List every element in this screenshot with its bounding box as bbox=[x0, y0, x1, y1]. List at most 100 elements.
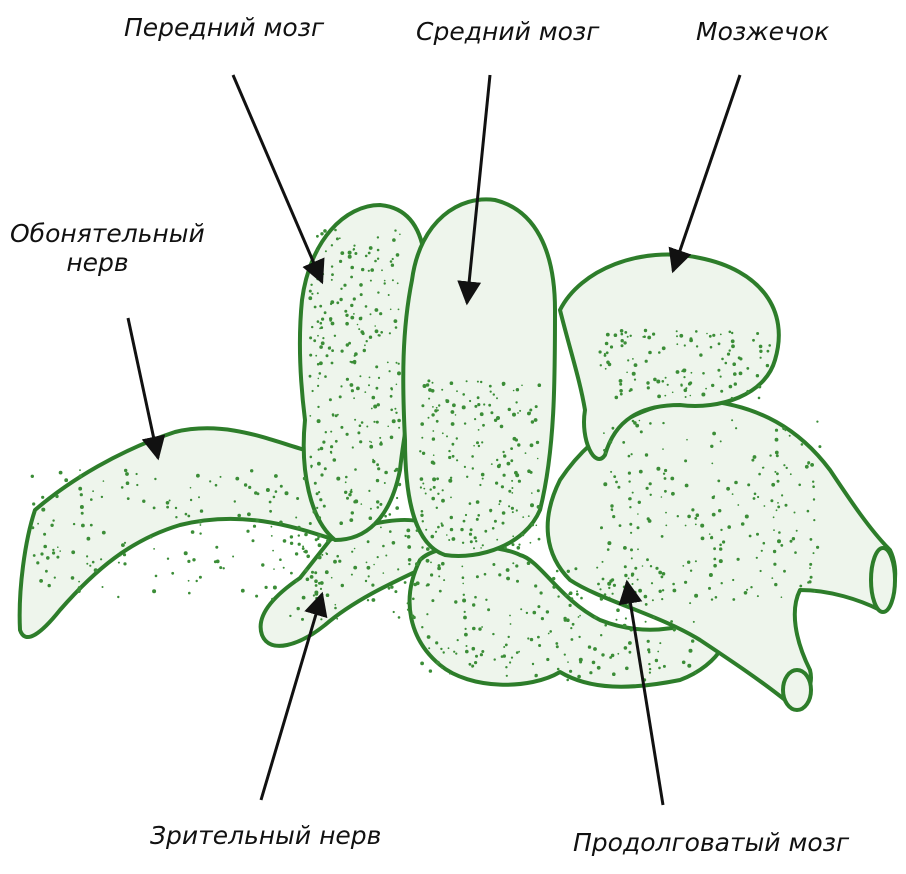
stipple-dot bbox=[266, 488, 270, 492]
stipple-dot bbox=[580, 597, 583, 600]
stipple-dot bbox=[314, 482, 317, 485]
stipple-dot bbox=[318, 516, 322, 520]
stipple-dot bbox=[628, 472, 631, 475]
stipple-dot bbox=[253, 525, 256, 528]
stipple-dot bbox=[372, 598, 376, 602]
stipple-dot bbox=[649, 422, 652, 425]
stipple-dot bbox=[737, 558, 740, 561]
stipple-dot bbox=[493, 393, 495, 395]
stipple-dot bbox=[102, 586, 104, 588]
stipple-dot bbox=[771, 483, 775, 487]
stipple-dot bbox=[474, 536, 477, 539]
stipple-dot bbox=[407, 545, 411, 549]
stipple-dot bbox=[345, 476, 348, 479]
spinal-cord-end-upper bbox=[871, 548, 895, 612]
stipple-dot bbox=[90, 498, 93, 501]
stipple-dot bbox=[627, 359, 629, 361]
stipple-dot bbox=[331, 273, 334, 276]
stipple-dot bbox=[431, 599, 434, 602]
stipple-dot bbox=[662, 422, 664, 424]
stipple-dot bbox=[314, 579, 318, 583]
stipple-dot bbox=[775, 438, 779, 442]
stipple-dot bbox=[640, 430, 643, 433]
stipple-dot bbox=[663, 473, 665, 475]
stipple-dot bbox=[465, 628, 467, 630]
stipple-dot bbox=[476, 500, 480, 504]
stipple-dot bbox=[295, 552, 298, 555]
stipple-dot bbox=[324, 467, 327, 470]
stipple-dot bbox=[615, 396, 619, 400]
stipple-dot bbox=[469, 533, 472, 536]
stipple-dot bbox=[645, 603, 648, 606]
stipple-dot bbox=[508, 505, 510, 507]
stipple-dot bbox=[348, 251, 352, 255]
stipple-dot bbox=[36, 561, 39, 564]
stipple-dot bbox=[537, 458, 539, 460]
stipple-dot bbox=[789, 435, 791, 437]
stipple-dot bbox=[807, 510, 810, 513]
stipple-dot bbox=[322, 441, 325, 444]
stipple-dot bbox=[599, 588, 601, 590]
stipple-dot bbox=[421, 546, 423, 548]
stipple-dot bbox=[381, 269, 383, 271]
stipple-dot bbox=[644, 595, 648, 599]
stipple-dot bbox=[529, 412, 531, 414]
stipple-dot bbox=[605, 452, 607, 454]
stipple-dot bbox=[774, 471, 776, 473]
stipple-dot bbox=[764, 505, 766, 507]
stipple-dot bbox=[87, 537, 91, 541]
stipple-dot bbox=[416, 529, 419, 532]
stipple-dot bbox=[390, 395, 393, 398]
stipple-dot bbox=[336, 618, 338, 620]
stipple-dot bbox=[629, 628, 633, 632]
stipple-dot bbox=[786, 467, 788, 469]
stipple-dot bbox=[374, 325, 376, 327]
stipple-dot bbox=[626, 372, 628, 374]
stipple-dot bbox=[404, 535, 406, 537]
stipple-dot bbox=[331, 349, 334, 352]
stipple-dot bbox=[309, 336, 312, 339]
stipple-dot bbox=[511, 507, 514, 510]
label-medulla: Продолговатый мозг bbox=[573, 829, 849, 858]
stipple-dot bbox=[455, 414, 457, 416]
stipple-dot bbox=[321, 341, 325, 345]
stipple-dot bbox=[370, 268, 374, 272]
stipple-dot bbox=[721, 582, 723, 584]
spinal-cord-end-lower bbox=[783, 670, 811, 710]
stipple-dot bbox=[763, 542, 766, 545]
stipple-dot bbox=[600, 597, 603, 600]
stipple-dot bbox=[422, 520, 424, 522]
stipple-dot bbox=[290, 535, 293, 538]
stipple-dot bbox=[310, 456, 313, 459]
stipple-dot bbox=[776, 454, 779, 457]
stipple-dot bbox=[271, 535, 273, 537]
stipple-dot bbox=[265, 586, 268, 589]
stipple-dot bbox=[722, 540, 725, 543]
stipple-dot bbox=[609, 579, 612, 582]
stipple-dot bbox=[754, 493, 757, 496]
stipple-dot bbox=[647, 640, 650, 643]
stipple-dot bbox=[271, 526, 273, 528]
stipple-dot bbox=[331, 244, 333, 246]
stipple-dot bbox=[398, 309, 400, 311]
stipple-dot bbox=[606, 351, 609, 354]
stipple-dot bbox=[350, 316, 354, 320]
stipple-dot bbox=[73, 523, 75, 525]
stipple-dot bbox=[613, 475, 616, 478]
stipple-dot bbox=[435, 641, 438, 644]
stipple-dot bbox=[420, 486, 422, 488]
stipple-dot bbox=[469, 502, 472, 505]
stipple-dot bbox=[171, 572, 174, 575]
stipple-dot bbox=[378, 377, 380, 379]
stipple-dot bbox=[474, 596, 477, 599]
stipple-dot bbox=[624, 646, 628, 650]
stipple-dot bbox=[637, 513, 639, 515]
stipple-dot bbox=[472, 647, 476, 651]
stipple-dot bbox=[799, 585, 802, 588]
stipple-dot bbox=[326, 539, 329, 542]
stipple-dot bbox=[658, 571, 662, 575]
stipple-dot bbox=[737, 504, 739, 506]
stipple-dot bbox=[394, 408, 396, 410]
stipple-dot bbox=[90, 524, 93, 527]
stipple-dot bbox=[512, 511, 514, 513]
